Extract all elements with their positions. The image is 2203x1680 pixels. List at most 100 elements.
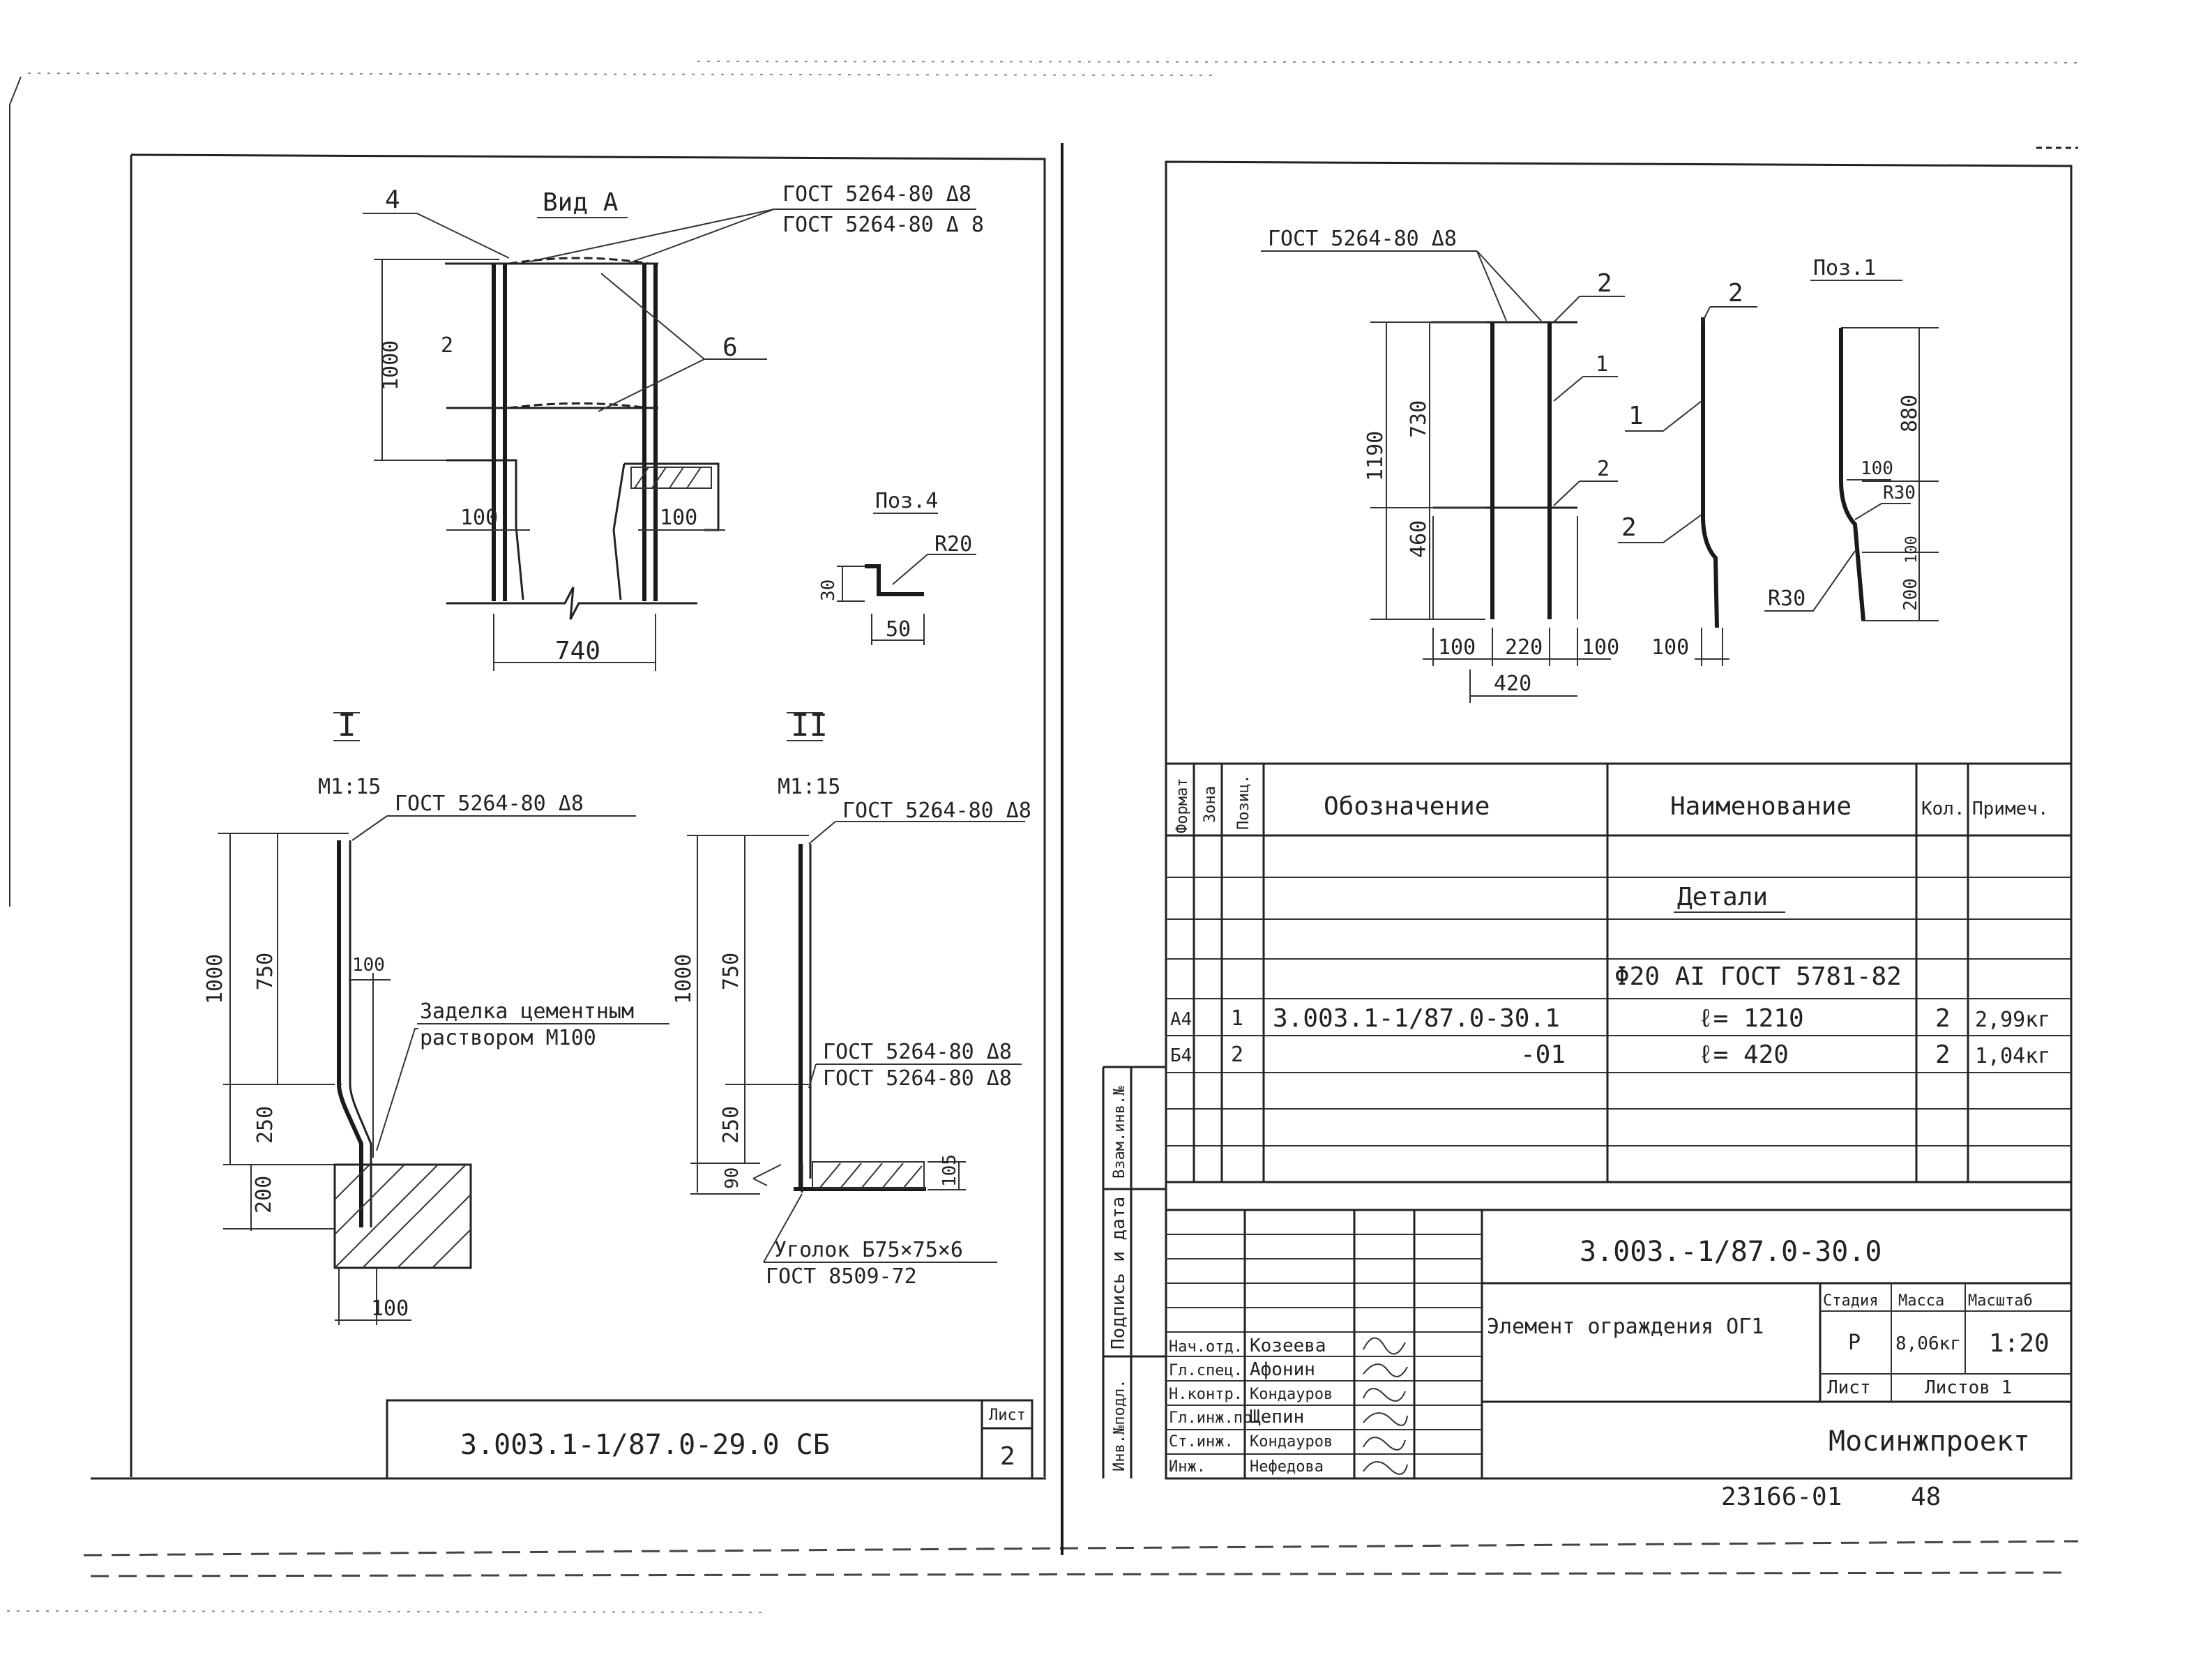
scan-edges [6,61,2079,1613]
right-dim-total: 1190 [1363,431,1388,481]
view-a-dim-width: 740 [555,637,600,665]
staff-role-6: Инж. [1169,1458,1206,1476]
section-2-dim-base: 90 [722,1167,743,1189]
left-sheet [91,143,1063,1555]
archive-number: 23166-01 48 [1721,1483,1941,1511]
staff-role-5: Ст.инж. [1169,1433,1234,1451]
spec-row-2-name: ℓ= 420 [1698,1040,1789,1069]
spec-row-2-format: Б4 [1170,1045,1192,1066]
section-1-dim-offset: 100 [352,955,385,976]
callout-6: 6 [722,333,738,362]
section-1-weld: ГОСТ 5264-80 Δ8 [395,792,584,816]
staff-name-6: Нефедова [1250,1458,1324,1476]
section-2-angle-1: Уголок Б75×75×6 [774,1238,963,1262]
scale-label: Масштаб [1968,1292,2033,1310]
section-2-dim-upper: 750 [719,953,743,990]
title-block: 3.003.-1/87.0-30.0 Элемент ограждения ОГ… [1166,1209,2071,1478]
table-row: А4 1 3.003.1-1/87.0-30.1 ℓ= 1210 2 2,99к… [1170,1004,2050,1033]
callout-2c: 2 [1728,279,1743,308]
spec-header-format: Формат [1174,778,1191,833]
staff-name-2: Афонин [1250,1359,1315,1380]
side-strip: Взам.инв.№ Подпись и дата Инв.№подл. [1102,1066,1166,1478]
pos-4-radius: R20 [934,532,972,557]
callout-4: 4 [385,186,400,214]
pos-1-r30a: R30 [1883,483,1916,504]
spec-header-qty: Кол. [1921,799,1965,819]
right-sheet [1165,146,2078,1480]
mass-value: 8,06кг [1895,1333,1961,1354]
section-1-dim-lower: 250 [253,1106,278,1144]
section-2-title: II [791,708,828,743]
section-1-note-2: раствором М100 [420,1026,596,1050]
sheets-label: Листов 1 [1925,1377,2012,1398]
pos-1-200: 200 [1900,578,1921,611]
spec-row-1-qty: 2 [1935,1004,1951,1033]
section-2-weld-top: ГОСТ 5264-80 Δ8 [842,799,1031,823]
left-stamp-sheet-no: 2 [1000,1442,1015,1471]
section-1-dim-total: 1000 [203,954,227,1004]
section-2-weld-mid-1: ГОСТ 5264-80 Δ8 [823,1040,1012,1064]
section-1-scale: М1:15 [318,775,381,799]
section-1-note-1: Заделка цементным [420,999,634,1024]
section-1-dim-base: 100 [371,1296,409,1321]
spec-row-2-designation: -01 [1520,1040,1566,1069]
staff-role-2: Гл.спец. [1169,1362,1243,1379]
spec-material: Φ20 АI ГОСТ 5781-82 [1614,962,1902,991]
spec-table: Формат Зона Позиц. Обозначение Наименова… [1166,762,2071,1183]
spec-header-pos: Позиц. [1235,775,1252,830]
pos-1-100b: 100 [1903,536,1921,563]
section-2-scale: М1:15 [778,775,840,799]
pos-4-title: Поз.4 [875,489,938,513]
staff-name-1: Козеева [1250,1335,1326,1356]
view-a-dim-right: 100 [660,506,697,530]
staff-name-3: Кондауров [1250,1386,1333,1403]
pos-4-dim-w: 50 [886,617,911,642]
section-2: II М1:15 ГОСТ 5264-80 Δ8 1000 750 250 90… [672,708,1031,1289]
section-2-angle-2: ГОСТ 8509-72 [766,1264,917,1289]
spec-row-1-format: А4 [1170,1009,1192,1030]
staff-name-5: Кондауров [1250,1433,1333,1451]
section-1-title: I [338,708,356,743]
callout-2: 2 [441,333,453,358]
view-a-weld-2: ГОСТ 5264-80 Δ 8 [782,213,984,237]
right-dim-100a: 100 [1438,635,1476,660]
section-1: I М1:15 ГОСТ 5264-80 Δ8 1000 750 250 200… [203,708,669,1325]
spec-section-title: Детали [1677,883,1768,911]
archive-code: 23166-01 [1721,1483,1842,1511]
callout-1a: 1 [1596,352,1608,377]
side-label-inv: Инв.№подл. [1111,1379,1128,1471]
left-stamp: 3.003.1-1/87.0-29.0 СБ Лист 2 [386,1399,1034,1480]
sheet-label: Лист [1827,1377,1871,1398]
callout-2b: 2 [1597,457,1610,481]
view-a-dim-left: 100 [460,506,498,530]
section-2-dim-angle: 105 [939,1154,960,1187]
spec-row-2-pos: 2 [1231,1043,1243,1067]
right-dim-lower: 460 [1407,520,1431,558]
stage-value: Р [1848,1331,1861,1355]
spec-header-note: Примеч. [1972,799,2049,819]
left-stamp-sheet-label: Лист [989,1407,1026,1424]
right-weld: ГОСТ 5264-80 Δ8 [1268,227,1457,251]
signatures [1363,1337,1408,1475]
view-a-weld-1: ГОСТ 5264-80 Δ8 [782,182,971,206]
section-1-dim-upper: 750 [253,953,278,990]
side-label-replace: Взам.инв.№ [1111,1087,1128,1179]
spec-row-1-name: ℓ= 1210 [1698,1004,1804,1033]
right-dim-220: 220 [1505,635,1543,660]
section-2-dim-lower: 250 [719,1106,743,1144]
staff-name-4: Щепин [1250,1407,1304,1428]
staff-role-3: Н.контр. [1169,1386,1243,1403]
left-stamp-code: 3.003.1-1/87.0-29.0 СБ [460,1429,830,1461]
right-drawing: ГОСТ 5264-80 Δ8 2 1 2 1190 730 460 100 2… [1261,227,1939,703]
pos-1-title: Поз.1 [1813,256,1876,280]
pos-1-100: 100 [1861,458,1893,479]
side-label-signature: Подпись и дата [1108,1197,1129,1349]
callout-1b: 1 [1628,402,1644,430]
view-a-title: Вид А [543,188,619,217]
staff-role-4: Гл.инж.пр. [1169,1409,1261,1427]
mass-label: Масса [1898,1292,1944,1310]
stage-label: Стадия [1823,1292,1878,1310]
org-name: Мосинжпроект [1829,1425,2030,1458]
archive-page: 48 [1911,1483,1941,1511]
scale-value: 1:20 [1989,1329,2050,1358]
